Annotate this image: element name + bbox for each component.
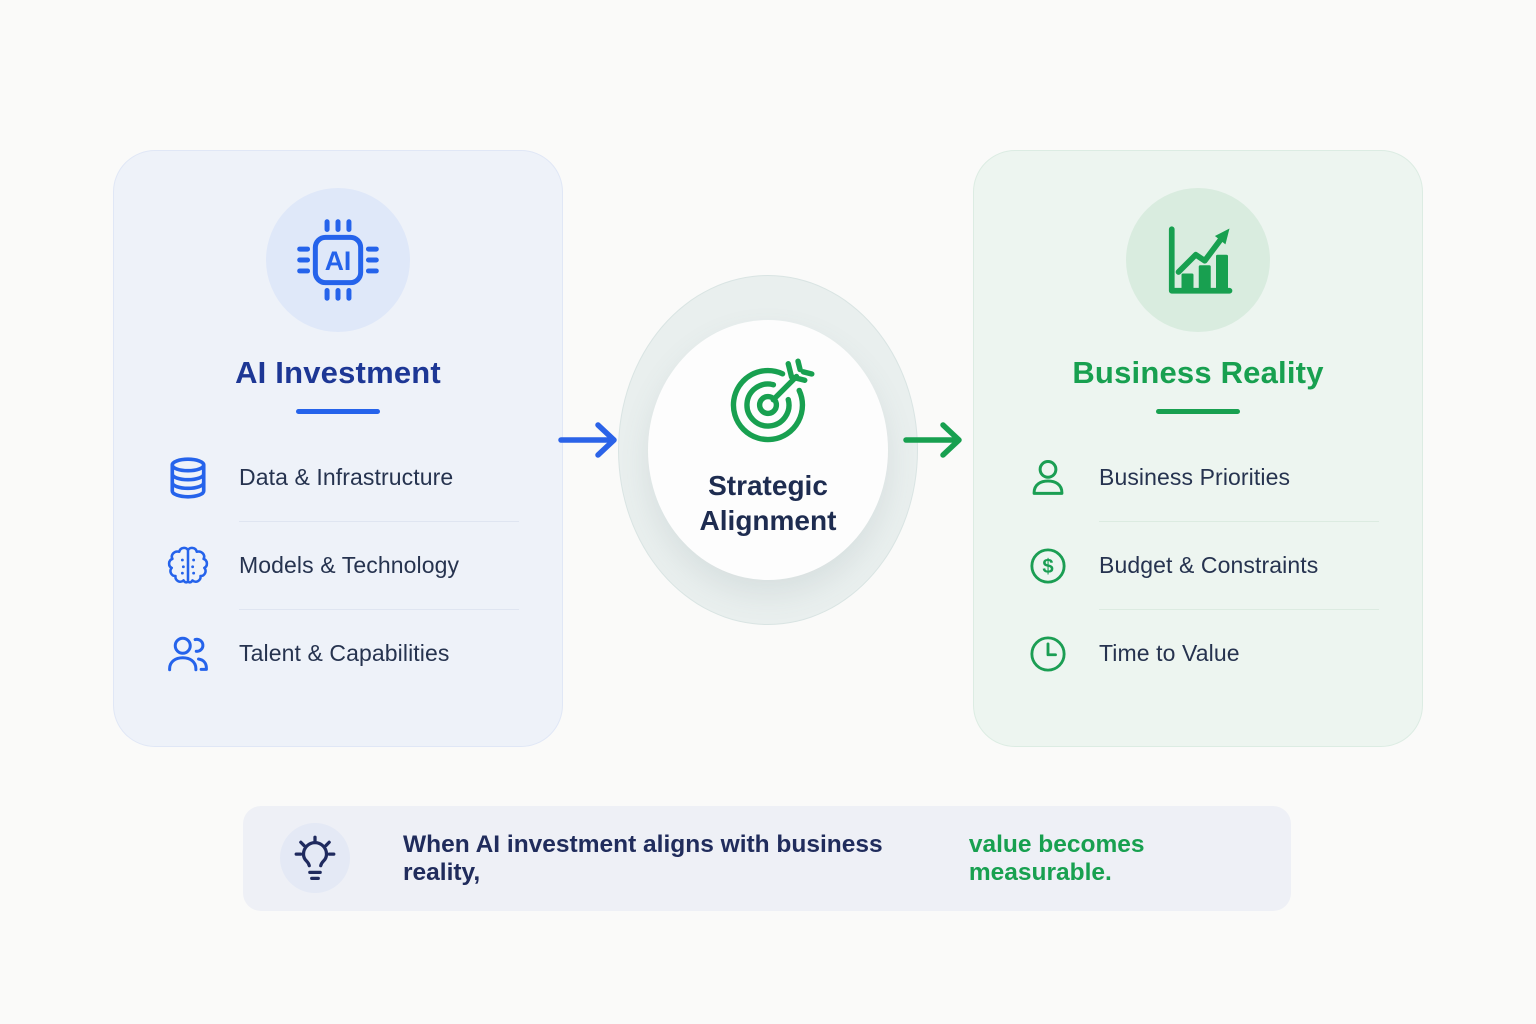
item-label: Data & Infrastructure: [239, 464, 454, 490]
item-label: Models & Technology: [239, 552, 460, 578]
brain-icon: [164, 542, 212, 590]
item-label: Talent & Capabilities: [239, 640, 450, 666]
person-icon: [1024, 454, 1072, 502]
ai-chip-icon-badge: AI: [266, 188, 410, 332]
left-title-underline: [296, 409, 380, 414]
item-label: Time to Value: [1099, 640, 1240, 666]
business-reality-card: Business Reality Business Priorities $: [973, 150, 1423, 747]
target-dart-icon: [720, 357, 816, 453]
left-card-title: AI Investment: [235, 355, 441, 390]
item-label: Budget & Constraints: [1099, 552, 1319, 578]
ai-chip-label: AI: [325, 246, 352, 276]
right-title-underline: [1156, 409, 1240, 414]
center-title-line1: Strategic: [708, 470, 828, 501]
right-card-title: Business Reality: [1072, 355, 1324, 390]
ai-chip-icon: AI: [297, 219, 379, 301]
database-icon: [164, 454, 212, 502]
dollar-symbol: $: [1042, 556, 1053, 578]
people-icon: [164, 630, 212, 678]
divider: [1099, 609, 1379, 610]
insight-text: When AI investment aligns with business …: [403, 806, 1291, 911]
flow-arrow-right-icon: [903, 422, 962, 458]
growth-chart-icon: [1168, 226, 1233, 294]
list-item: $ Budget & Constraints: [1024, 522, 1379, 609]
right-item-list: Business Priorities $ Budget & Constrain…: [1024, 434, 1379, 697]
list-item: Talent & Capabilities: [164, 610, 519, 697]
insight-text-main: When AI investment aligns with business …: [403, 830, 883, 886]
ai-investment-card: AI AI Investment Data & Infrastructure: [113, 150, 563, 747]
alignment-inner-circle: [648, 320, 888, 580]
center-node-title: Strategic Alignment: [618, 468, 918, 538]
divider: [1099, 521, 1379, 522]
lightbulb-icon-badge: [280, 823, 350, 893]
list-item: Business Priorities: [1024, 434, 1379, 521]
item-label: Business Priorities: [1099, 464, 1291, 490]
lightbulb-icon: [294, 835, 336, 880]
divider: [239, 521, 519, 522]
flow-arrow-left-icon: [558, 422, 617, 458]
clock-icon: [1024, 630, 1072, 678]
dollar-icon: $: [1024, 542, 1072, 590]
list-item: Models & Technology: [164, 522, 519, 609]
insight-text-highlight: value becomes measurable.: [968, 830, 1145, 886]
list-item: Data & Infrastructure: [164, 434, 519, 521]
growth-chart-icon-badge: [1126, 188, 1270, 332]
left-item-list: Data & Infrastructure Model: [164, 434, 519, 697]
divider: [239, 609, 519, 610]
insight-callout: When AI investment aligns with business …: [243, 806, 1291, 911]
center-title-line2: Alignment: [699, 505, 837, 536]
list-item: Time to Value: [1024, 610, 1379, 697]
